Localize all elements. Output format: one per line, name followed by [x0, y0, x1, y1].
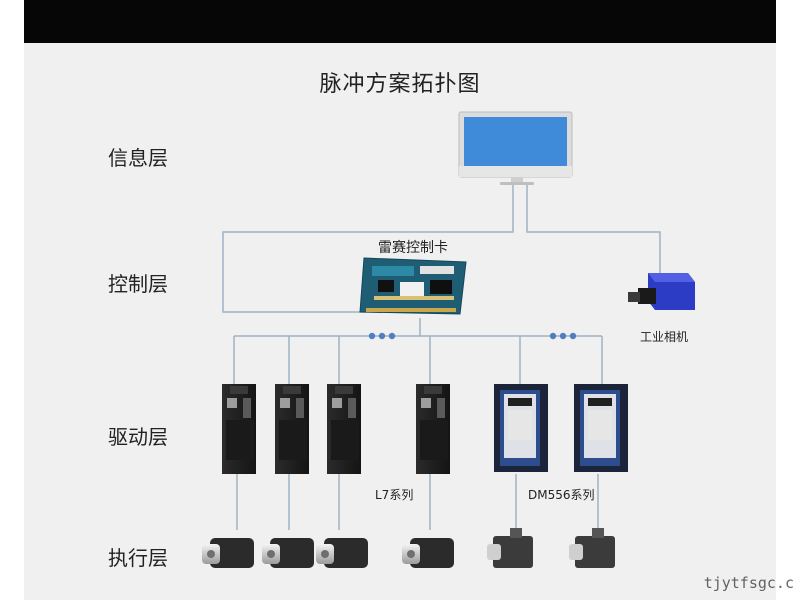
dm556-series-label: DM556系列 [528, 488, 595, 502]
line-monitor-to-card [222, 185, 514, 313]
stepper-drive-2 [574, 384, 628, 472]
watermark-text: tjytfsgc.c [703, 574, 794, 592]
camera-icon [628, 273, 695, 310]
stepper-motor-2 [569, 528, 615, 568]
servo-drive-4 [416, 384, 450, 474]
diagram-canvas [24, 43, 776, 600]
layer-label-info: 信息层 [108, 146, 168, 170]
layer-label-drive: 驱动层 [108, 425, 168, 449]
connection-lines [222, 185, 661, 530]
layer-label-control: 控制层 [108, 272, 168, 296]
diagram-title: 脉冲方案拓扑图 [319, 72, 481, 97]
control-card-icon [359, 257, 467, 315]
servo-motor-2 [262, 538, 314, 568]
stepper-drive-1 [494, 384, 548, 472]
stepper-motor-1 [487, 528, 533, 568]
servo-motor-1 [202, 538, 254, 568]
l7-series-label: L7系列 [375, 488, 414, 502]
servo-motor-4 [402, 538, 454, 568]
control-card-label: 雷赛控制卡 [378, 240, 448, 256]
ellipsis-dots-left [368, 332, 396, 340]
line-monitor-to-camera [526, 185, 661, 278]
servo-drive-1 [222, 384, 256, 474]
camera-label: 工业相机 [640, 330, 689, 344]
ellipsis-dots-right [549, 332, 577, 340]
servo-drive-2 [275, 384, 309, 474]
servo-drive-3 [327, 384, 361, 474]
layer-label-exec: 执行层 [108, 546, 168, 570]
monitor-icon [458, 111, 573, 185]
top-black-bar [24, 0, 776, 43]
servo-motor-3 [316, 538, 368, 568]
